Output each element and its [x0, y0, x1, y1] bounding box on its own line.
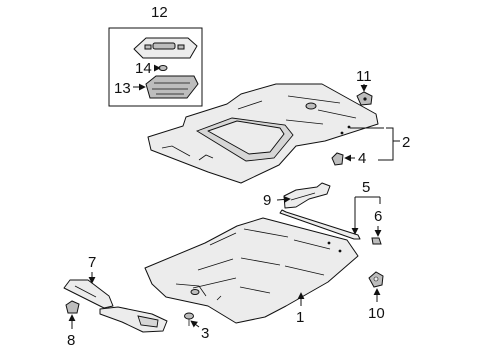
callout-14: 14 — [135, 60, 152, 77]
bracket-2 — [378, 127, 394, 161]
dome-lamp-kit-box — [108, 27, 203, 107]
callout-5: 5 — [362, 179, 370, 196]
dome-lamp-bulb — [158, 65, 168, 71]
leader-9 — [276, 195, 291, 203]
dome-lamp-housing — [145, 75, 199, 99]
callout-12: 12 — [151, 4, 168, 21]
headliner-clip — [331, 152, 344, 166]
sun-visor — [63, 279, 168, 333]
roof-side-rail — [283, 182, 331, 209]
callout-10: 10 — [368, 305, 385, 322]
callout-2: 2 — [402, 134, 410, 151]
roof-weatherstrip — [279, 209, 361, 240]
callout-7: 7 — [88, 254, 96, 271]
callout-11: 11 — [356, 68, 372, 85]
callout-8: 8 — [67, 332, 75, 349]
callout-1: 1 — [296, 309, 304, 326]
retainer-clip — [368, 271, 384, 288]
visor-holder — [65, 300, 80, 314]
mounting-screw — [184, 312, 194, 326]
leader-3 — [190, 320, 200, 328]
callout-9: 9 — [263, 192, 271, 209]
roof-bracket — [356, 91, 373, 106]
callout-13: 13 — [114, 80, 131, 97]
dome-lamp-lens — [133, 37, 198, 59]
callout-6: 6 — [374, 208, 382, 225]
callout-3: 3 — [201, 325, 209, 342]
callout-4: 4 — [358, 150, 366, 167]
headliner-main — [144, 217, 359, 324]
weatherstrip-clip — [371, 237, 382, 245]
headliner-sunroof — [147, 83, 379, 184]
